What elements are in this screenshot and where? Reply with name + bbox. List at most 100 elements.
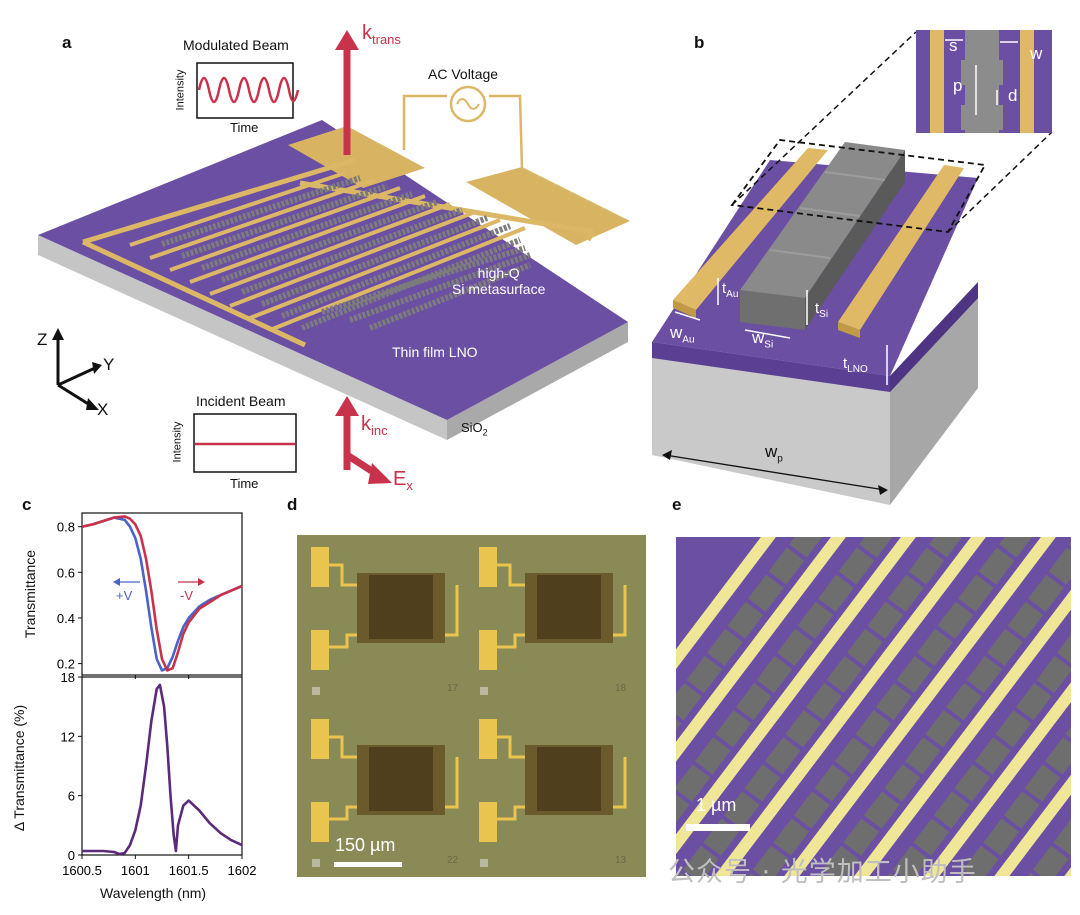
modulated-time-label: Time <box>230 120 259 135</box>
contact-pad <box>311 719 329 759</box>
plot-frame <box>81 676 243 856</box>
label-p: p <box>953 76 963 95</box>
contact-pad <box>479 802 497 842</box>
axis-x-label: X <box>97 400 109 419</box>
top-ylabel: Transmittance <box>22 549 39 639</box>
au-electrode-fingers <box>129 171 526 332</box>
k-inc-arrowhead <box>335 396 359 416</box>
panel-b-figure <box>652 30 1053 505</box>
si-stripe <box>676 537 823 731</box>
annotation-plus-v: +V <box>116 588 133 603</box>
y-tick-label: 6 <box>68 789 75 804</box>
panel-d-micrograph: 17 18 22 13 <box>297 535 646 877</box>
x-tick-label: 1601 <box>121 863 150 878</box>
bottom-ylabel: Δ Transmittance (%) <box>11 704 28 832</box>
si-block-top <box>740 142 905 298</box>
au-stripe <box>676 537 776 670</box>
y-tick-label: 0.4 <box>57 611 75 626</box>
k-trans-arrowhead <box>335 30 359 50</box>
scale-bar-d <box>334 862 402 867</box>
au-stripe <box>784 537 1056 876</box>
incident-beam-title: Incident Beam <box>196 393 286 409</box>
au-stripe <box>676 537 846 762</box>
y-tick-label: 0.2 <box>57 657 75 672</box>
unit-cell-substrate-right <box>890 282 978 505</box>
label-w-au: wAu <box>670 323 695 346</box>
panel-label-c: c <box>22 495 32 514</box>
modulated-intensity-label: Intensity <box>174 69 187 111</box>
panel-label-d: d <box>287 495 298 514</box>
label-w-si: wSi <box>752 328 774 351</box>
label-t-si: tSi <box>815 300 829 320</box>
scale-label-e: 1 µm <box>696 795 737 815</box>
y-tick-label: 0 <box>68 848 75 863</box>
k-inc-label: kinc <box>361 413 388 438</box>
wp-arrow <box>664 454 886 491</box>
series-line <box>81 515 243 672</box>
au-stripe <box>714 537 986 876</box>
lno-film-top <box>38 120 628 420</box>
label-t-lno: tLNO <box>843 355 868 375</box>
axis-y-label: Y <box>103 355 115 374</box>
y-tick-label: 12 <box>61 729 75 744</box>
panel-label-e: e <box>672 495 682 514</box>
label-d: d <box>1008 86 1018 105</box>
gold-rail-left <box>673 148 828 310</box>
contact-pad <box>479 630 497 670</box>
y-tick-label: 0.8 <box>57 520 75 535</box>
chip-id-label: 18 <box>615 683 627 694</box>
k-trans-label: ktrans <box>362 22 401 47</box>
si-stripe <box>818 541 1071 876</box>
modulated-beam-title: Modulated Beam <box>183 37 289 53</box>
ac-voltage-wires <box>402 94 524 171</box>
gold-pad-right <box>466 167 630 245</box>
si-metasurface-bars <box>161 175 532 331</box>
contact-pad <box>479 719 497 759</box>
gold-rail-right <box>838 165 964 330</box>
label-s: s <box>949 36 958 55</box>
device-chip: 22 <box>311 719 459 867</box>
x-tick-label: 1601.5 <box>169 863 209 878</box>
annotation-minus-v: -V <box>180 588 193 603</box>
modulated-beam-plot <box>196 62 294 119</box>
contact-pad <box>479 547 497 587</box>
si-block-front <box>740 290 805 330</box>
zoom-inset <box>916 30 1052 133</box>
axis-z-label: Z <box>37 330 48 349</box>
y-tick-label: 0.6 <box>57 565 75 580</box>
au-stripe <box>994 774 1071 876</box>
device-chip: 13 <box>479 719 627 867</box>
si-stripe <box>958 726 1071 876</box>
zoom-region-outline <box>730 139 987 233</box>
substrate-front-side <box>38 235 447 440</box>
label-t-au: tAu <box>722 280 739 300</box>
x-tick-label: 1602 <box>228 863 257 878</box>
panel-label-b: b <box>694 33 705 52</box>
panel-label-a: a <box>62 33 72 52</box>
si-stripe <box>676 537 893 823</box>
label-w: w <box>1030 44 1043 63</box>
series-line <box>81 516 243 672</box>
si-stripe <box>888 634 1071 876</box>
coordinate-axes <box>56 337 96 407</box>
contact-pad <box>311 802 329 842</box>
au-stripe <box>676 537 916 855</box>
e-field-arrowhead <box>368 463 392 484</box>
si-stripe <box>748 537 1033 876</box>
device-chip: 17 <box>311 547 459 695</box>
substrate-right-side <box>447 322 628 440</box>
gold-rail-left-side <box>673 300 696 318</box>
chip-id-label: 17 <box>447 683 459 694</box>
series-line <box>82 683 243 856</box>
sio2-label: SiO2 <box>461 420 488 438</box>
chip-id-label: 22 <box>447 855 459 866</box>
scale-bar-e <box>686 824 750 831</box>
si-block-notches <box>769 171 886 259</box>
gold-pad-left <box>288 126 425 188</box>
y-tick-label: 18 <box>61 670 75 685</box>
contact-pad <box>311 547 329 587</box>
panel-a-figure <box>38 30 630 484</box>
